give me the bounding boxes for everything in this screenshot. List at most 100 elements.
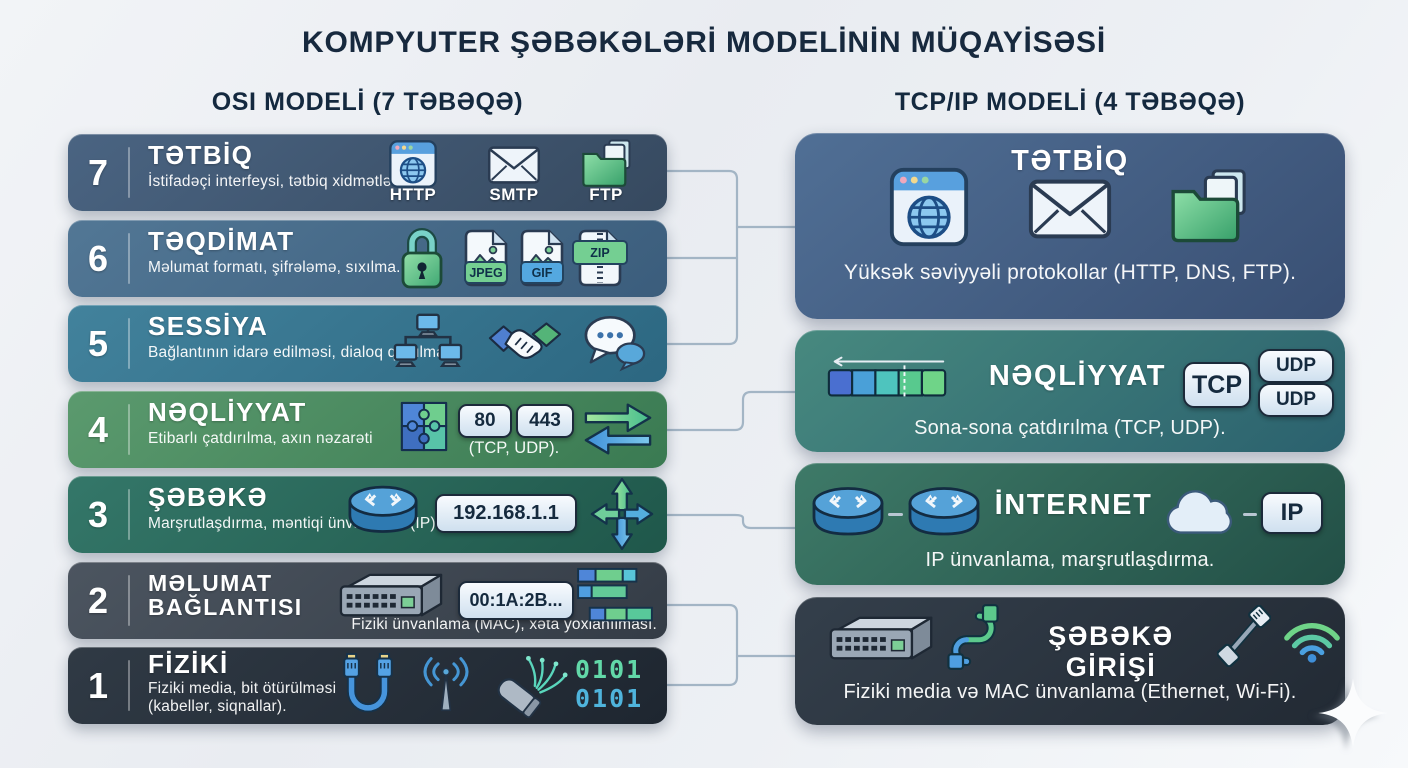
router-icon bbox=[345, 481, 421, 543]
block-title: ŞƏBƏKƏ GİRİŞİ bbox=[1048, 621, 1174, 682]
handshake-icon bbox=[488, 317, 562, 369]
divider bbox=[128, 575, 130, 626]
cross-arrows-icon bbox=[590, 477, 654, 551]
layer-number: 7 bbox=[87, 151, 109, 193]
http-label: HTTP bbox=[389, 185, 437, 204]
ip-address-badge: 192.168.1.1 bbox=[435, 494, 577, 533]
layer-subtitle: Məlumat formatı, şifrələmə, sıxılma. bbox=[148, 258, 401, 276]
folder-files-icon bbox=[578, 138, 634, 190]
ethernet-cables-icon bbox=[333, 653, 403, 717]
osi-layer-7-application: 7 TƏTBİQ İstifadəçi interfeysi, tətbiq x… bbox=[68, 134, 667, 211]
osi-layer-5-session: 5 SESSİYA Bağlantının idarə edilməsi, di… bbox=[68, 305, 667, 382]
layer-subtitle: Bağlantının idarə edilməsi, dialoq qurul… bbox=[148, 343, 463, 361]
layer-title: MƏLUMAT BAĞLANTISI bbox=[148, 570, 303, 620]
zip-badge: ZIP bbox=[572, 240, 628, 265]
page-title: KOMPYUTER ŞƏBƏKƏLƏRİ MODELİNİN MÜQAYİSƏS… bbox=[302, 26, 1106, 59]
puzzle-icon bbox=[398, 398, 450, 456]
gif-file-icon: GIF bbox=[518, 227, 566, 289]
block-subtitle: Yüksək səviyyəli protokollar (HTTP, DNS,… bbox=[843, 261, 1297, 284]
antenna-icon bbox=[418, 653, 474, 715]
tcpip-layer-transport: NƏQLİYYAT TCP UDP UDP Sona-sona çatdırıl… bbox=[795, 330, 1345, 452]
tcpip-layer-internet: İNTERNET IP IP ünvanlama, marşrutlaşdırm… bbox=[795, 463, 1345, 585]
layer-title: ŞƏBƏKƏ bbox=[148, 482, 268, 512]
layer-body: SESSİYA Bağlantının idarə edilməsi, dial… bbox=[130, 305, 667, 382]
ip-badge: IP bbox=[1261, 492, 1323, 534]
block-title: NƏQLİYYAT bbox=[988, 360, 1167, 392]
port-443-badge: 443 bbox=[516, 404, 574, 438]
lock-icon bbox=[398, 223, 446, 293]
layer-subtitle: İstifadəçi interfeysi, tətbiq xidmətləri bbox=[148, 172, 401, 190]
layer-subtitle: Fiziki ünvanlama (MAC), xəta yoxlanılmas… bbox=[351, 616, 657, 633]
divider bbox=[128, 147, 130, 198]
block-title: İNTERNET bbox=[994, 489, 1153, 521]
layer-subtitle: Etibarlı çatdırılma, axın nəzarəti bbox=[148, 429, 373, 447]
layer-title: TƏTBİQ bbox=[148, 140, 254, 170]
divider bbox=[128, 489, 130, 540]
layer-body: TƏQDİMAT Məlumat formatı, şifrələmə, sıx… bbox=[130, 220, 667, 297]
divider bbox=[128, 660, 130, 711]
layer-body: TƏTBİQ İstifadəçi interfeysi, tətbiq xid… bbox=[130, 134, 667, 211]
layer-number: 4 bbox=[87, 408, 109, 450]
tcp-badge: TCP bbox=[1183, 362, 1251, 408]
frame-blocks-icon bbox=[576, 567, 654, 633]
envelope-icon bbox=[1028, 179, 1112, 239]
layer-body: MƏLUMAT BAĞLANTISI Fiziki ünvanlama (MAC… bbox=[130, 562, 667, 639]
jpeg-file-icon: JPEG bbox=[462, 227, 510, 289]
layer-subtitle: Fiziki media, bit ötürülməsi (kabellər, … bbox=[148, 679, 337, 715]
mac-address-badge: 00:1A:2B... bbox=[458, 581, 574, 620]
layer-title: SESSİYA bbox=[148, 311, 269, 341]
port-80-badge: 80 bbox=[458, 404, 512, 438]
wifi-icon bbox=[1281, 610, 1343, 664]
block-subtitle: Fiziki media və MAC ünvanlama (Ethernet,… bbox=[843, 681, 1297, 703]
sparkle-icon bbox=[1316, 676, 1390, 750]
layer-number: 1 bbox=[87, 664, 109, 706]
cloud-icon bbox=[1157, 486, 1241, 540]
osi-layer-3-network: 3 ŞƏBƏKƏ Marşrutlaşdırma, məntiqi ünvanl… bbox=[68, 476, 667, 553]
layer-title: TƏQDİMAT bbox=[148, 226, 295, 256]
smtp-label: SMTP bbox=[489, 185, 539, 204]
osi-layer-6-presentation: 6 TƏQDİMAT Məlumat formatı, şifrələmə, s… bbox=[68, 220, 667, 297]
block-title: TƏTBİQ bbox=[1011, 145, 1129, 177]
block-subtitle: Sona-sona çatdırılma (TCP, UDP). bbox=[914, 417, 1226, 439]
divider bbox=[128, 318, 130, 369]
envelope-icon bbox=[487, 146, 541, 184]
udp-badge-2: UDP bbox=[1258, 383, 1334, 417]
link-dash bbox=[1243, 513, 1257, 516]
divider bbox=[128, 404, 130, 455]
tcpip-layer-network-access: ŞƏBƏKƏ GİRİŞİ Fiziki media və MAC ünvanl… bbox=[795, 597, 1345, 725]
zip-file-icon: ZIP bbox=[572, 227, 628, 289]
folder-files-icon bbox=[1165, 167, 1251, 247]
layer-number: 6 bbox=[87, 237, 109, 279]
block-subtitle: IP ünvanlama, marşrutlaşdırma. bbox=[925, 549, 1215, 571]
ftp-label: FTP bbox=[589, 185, 623, 204]
swap-arrows-icon bbox=[582, 400, 654, 458]
binary-line-1: 0101 bbox=[575, 655, 644, 684]
osi-layer-4-transport: 4 NƏQLİYYAT Etibarlı çatdırılma, axın nə… bbox=[68, 391, 667, 468]
tcpip-column-header: TCP/IP MODELİ (4 TƏBƏQƏ) bbox=[894, 88, 1246, 116]
browser-globe-icon bbox=[388, 139, 438, 189]
switch-icon bbox=[333, 571, 449, 623]
layer-number: 5 bbox=[87, 322, 109, 364]
tcpip-layer-application: TƏTBİQ Yüksək səviyyəli protokollar (HTT… bbox=[795, 133, 1345, 319]
tcp-udp-caption: (TCP, UDP). bbox=[468, 439, 560, 457]
packet-bar-icon bbox=[825, 354, 951, 402]
layer-title: FİZİKİ bbox=[148, 649, 229, 679]
binary-line-2: 0101 bbox=[575, 684, 644, 713]
osi-layer-1-physical: 1 FİZİKİ Fiziki media, bit ötürülməsi (k… bbox=[68, 647, 667, 724]
fiber-cable-icon bbox=[493, 651, 573, 719]
lan-computers-icon bbox=[393, 312, 463, 374]
layer-number: 3 bbox=[87, 493, 109, 535]
divider bbox=[128, 233, 130, 284]
browser-globe-icon bbox=[888, 166, 970, 248]
rj45-link-icon bbox=[1217, 605, 1271, 667]
layer-body: FİZİKİ Fiziki media, bit ötürülməsi (kab… bbox=[130, 647, 667, 724]
ethernet-s-cable-icon bbox=[943, 603, 1003, 671]
layer-title: NƏQLİYYAT bbox=[148, 397, 307, 427]
osi-layer-2-data-link: 2 MƏLUMAT BAĞLANTISI Fiziki ünvanlama (M… bbox=[68, 562, 667, 639]
link-dash bbox=[888, 513, 903, 516]
layer-number: 2 bbox=[87, 579, 109, 621]
layer-body: NƏQLİYYAT Etibarlı çatdırılma, axın nəza… bbox=[130, 391, 667, 468]
chat-bubbles-icon bbox=[583, 314, 647, 372]
osi-column-header: OSI MODELİ (7 TƏBƏQƏ) bbox=[211, 88, 524, 116]
